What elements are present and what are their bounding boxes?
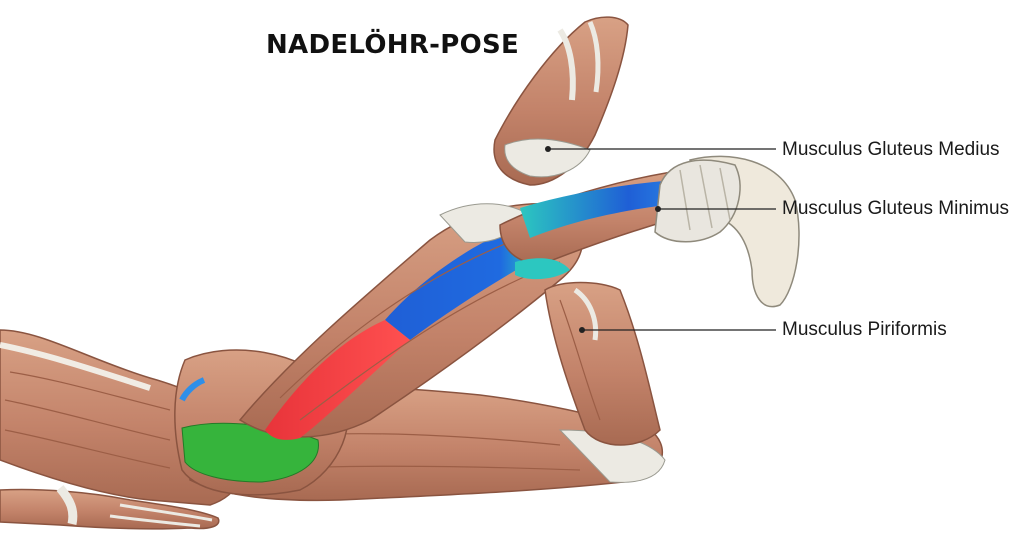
upper-thigh-shape bbox=[238, 203, 584, 440]
leader-lines bbox=[545, 146, 776, 333]
leader-dot-piriformis bbox=[579, 327, 585, 333]
label-gluteus-medius: Musculus Gluteus Medius bbox=[782, 139, 1000, 160]
vertical-shin-shape bbox=[544, 281, 661, 446]
hand-shape bbox=[0, 485, 220, 530]
leader-dot-gluteus-medius bbox=[545, 146, 551, 152]
label-piriformis: Musculus Piriformis bbox=[782, 319, 947, 340]
diagram-title: NADELÖHR-POSE bbox=[266, 30, 520, 60]
label-gluteus-minimus: Musculus Gluteus Minimus bbox=[782, 198, 1010, 219]
right-foot-shape bbox=[654, 155, 800, 308]
leader-dot-gluteus-minimus bbox=[655, 206, 661, 212]
